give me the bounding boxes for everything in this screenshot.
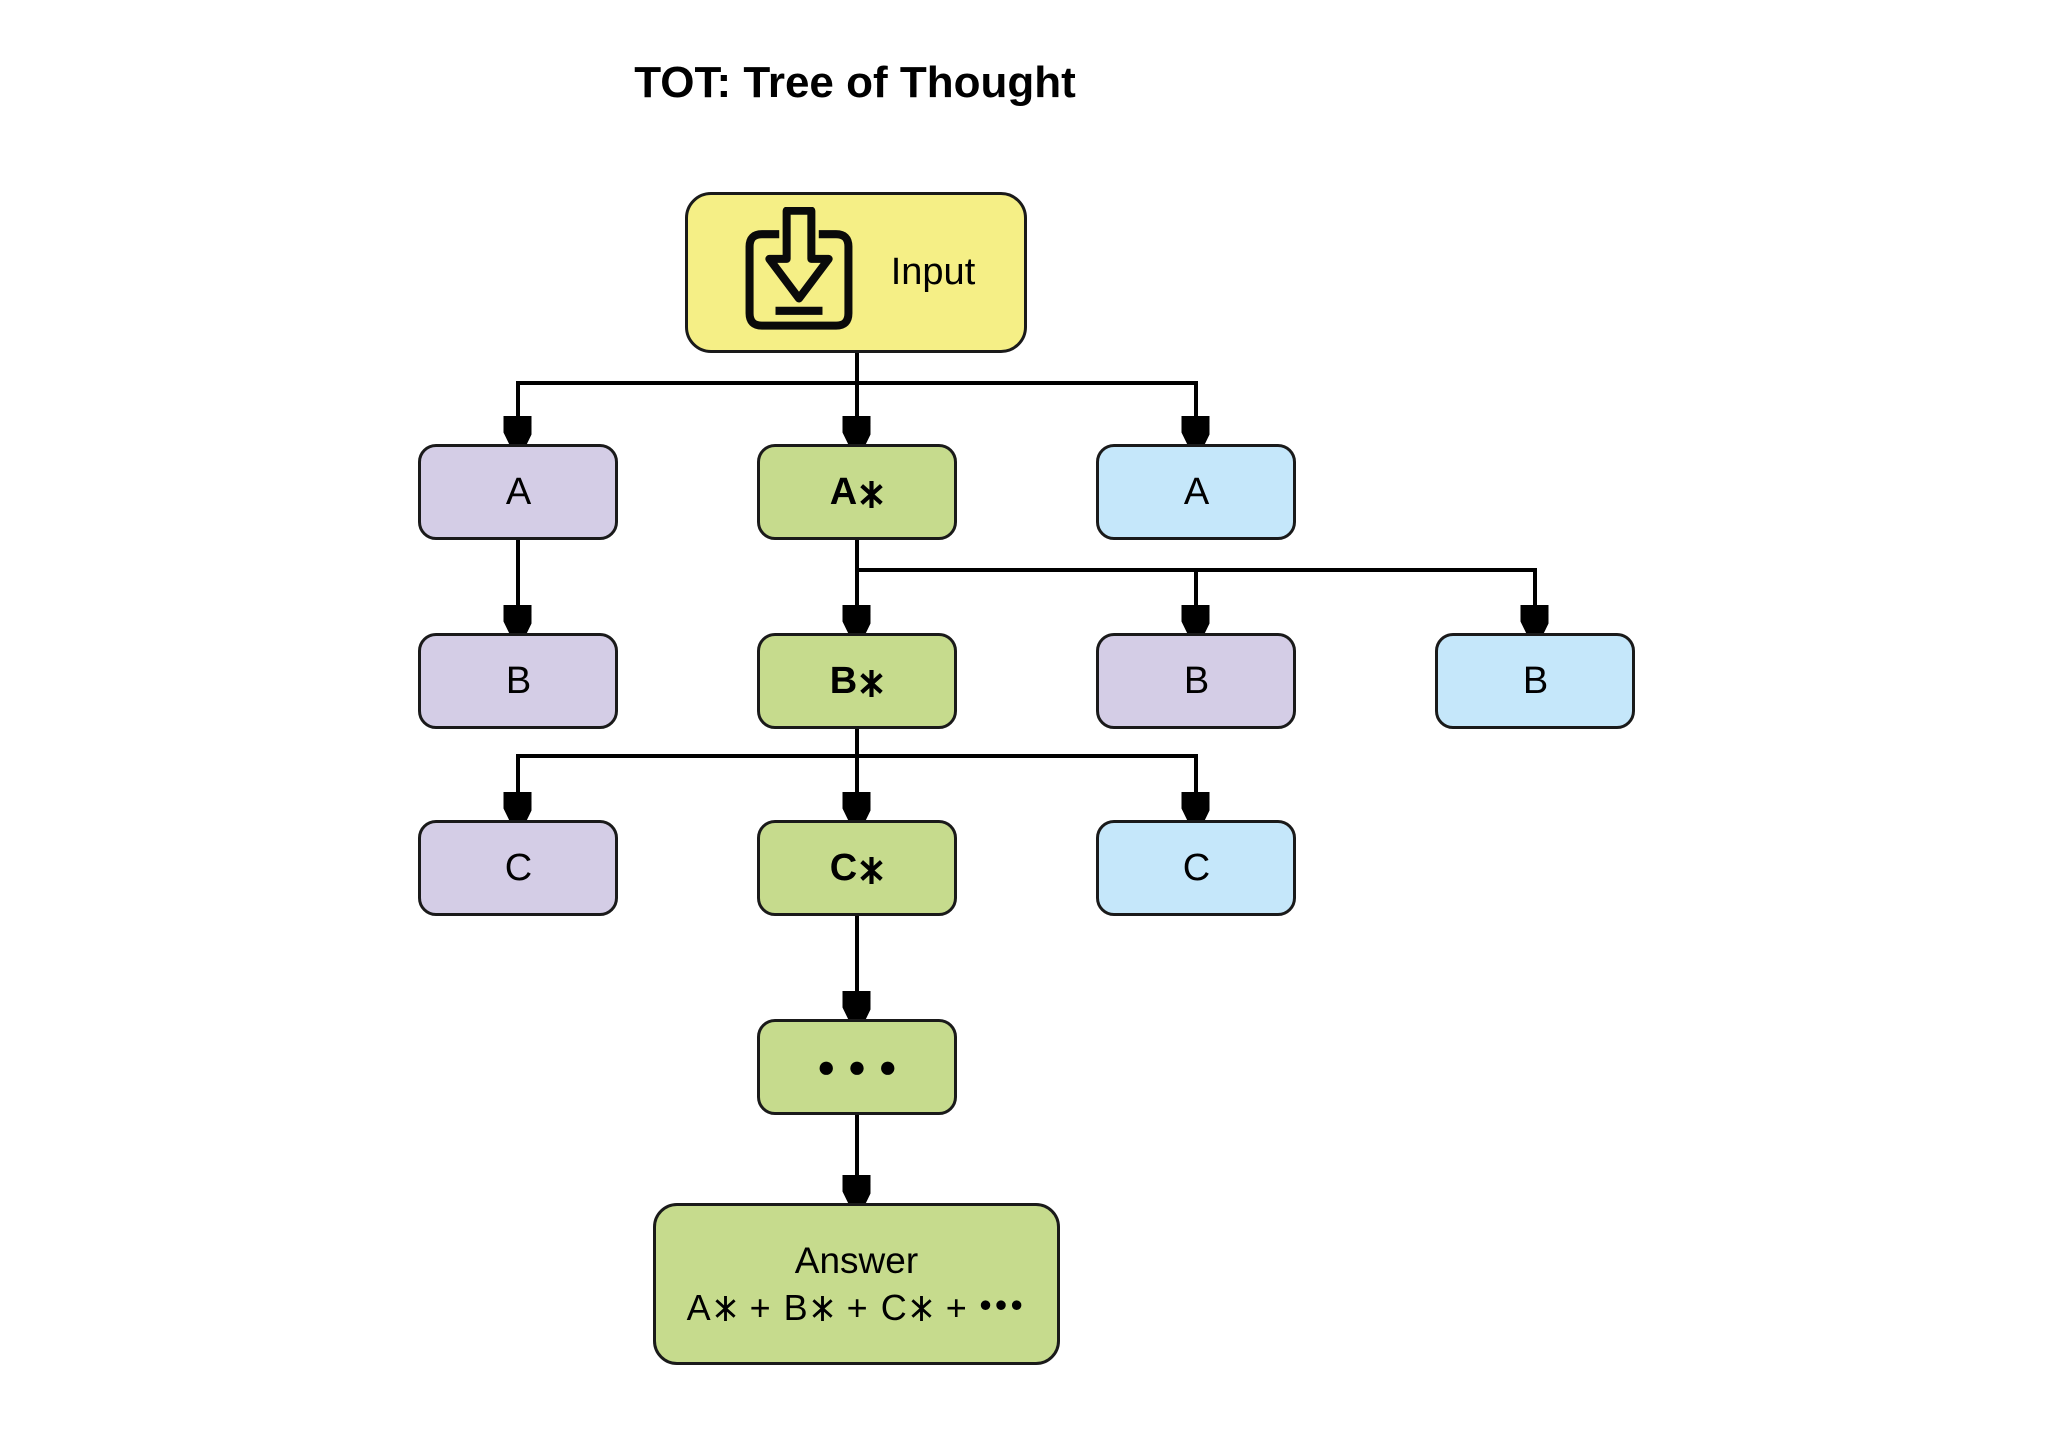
edges-from-b-star bbox=[518, 729, 1196, 820]
star-icon bbox=[860, 857, 883, 884]
node-a-star: A bbox=[757, 444, 957, 540]
node-ellipsis: ●●● bbox=[757, 1019, 957, 1115]
edge-input-to-a-left bbox=[518, 381, 857, 444]
node-c-left: C bbox=[418, 820, 618, 916]
diagram-title: TOT: Tree of Thought bbox=[634, 58, 1076, 107]
node-label: A bbox=[1183, 470, 1209, 513]
node-label: C bbox=[1182, 846, 1210, 889]
download-icon-frame bbox=[745, 230, 853, 330]
edge-b-star-to-c-right bbox=[857, 754, 1196, 820]
star-icon bbox=[911, 1295, 932, 1321]
answer-term-b: B bbox=[784, 1287, 834, 1328]
node-a-right: A bbox=[1096, 444, 1296, 540]
node-label: C bbox=[829, 846, 857, 889]
node-c-star: C bbox=[757, 820, 957, 916]
download-icon-arrow bbox=[765, 207, 833, 303]
edge-input-to-a-right bbox=[857, 381, 1196, 444]
node-input: Input bbox=[685, 192, 1027, 353]
node-c-right: C bbox=[1096, 820, 1296, 916]
plus-operator: + bbox=[749, 1286, 771, 1328]
edges-from-input bbox=[518, 353, 1196, 444]
node-b-star: B bbox=[757, 633, 957, 729]
node-label: A bbox=[505, 470, 531, 513]
node-label: A bbox=[829, 470, 857, 513]
answer-term-a: A bbox=[687, 1287, 737, 1328]
edge-a-star-to-b-right bbox=[857, 568, 1535, 633]
edges-from-a-star bbox=[857, 540, 1535, 633]
star-icon bbox=[860, 481, 883, 508]
edge-a-star-to-b-mid bbox=[857, 568, 1196, 633]
plus-operator: + bbox=[945, 1286, 967, 1328]
answer-title: Answer bbox=[794, 1239, 919, 1281]
answer-expression: A + B + C + ••• bbox=[687, 1286, 1027, 1328]
answer-term-c: C bbox=[881, 1287, 933, 1328]
download-icon bbox=[745, 207, 853, 330]
star-icon bbox=[812, 1295, 833, 1321]
plus-operator: + bbox=[846, 1286, 868, 1328]
star-icon bbox=[860, 670, 883, 697]
node-answer: Answer A + B + C + bbox=[653, 1203, 1060, 1365]
node-a-left: A bbox=[418, 444, 618, 540]
node-label: C bbox=[504, 846, 532, 889]
node-label: B bbox=[505, 659, 531, 702]
node-b-right: B bbox=[1435, 633, 1635, 729]
star-icon bbox=[715, 1295, 736, 1321]
node-b-mid: B bbox=[1096, 633, 1296, 729]
input-label: Input bbox=[890, 251, 976, 293]
node-label: B bbox=[1183, 659, 1209, 702]
node-b-left: B bbox=[418, 633, 618, 729]
node-label: B bbox=[829, 659, 857, 702]
edge-b-star-to-c-left bbox=[518, 754, 857, 820]
ellipsis-dots: ●●● bbox=[816, 1049, 910, 1084]
node-label: B bbox=[1522, 659, 1548, 702]
answer-ellipsis: ••• bbox=[979, 1286, 1027, 1324]
